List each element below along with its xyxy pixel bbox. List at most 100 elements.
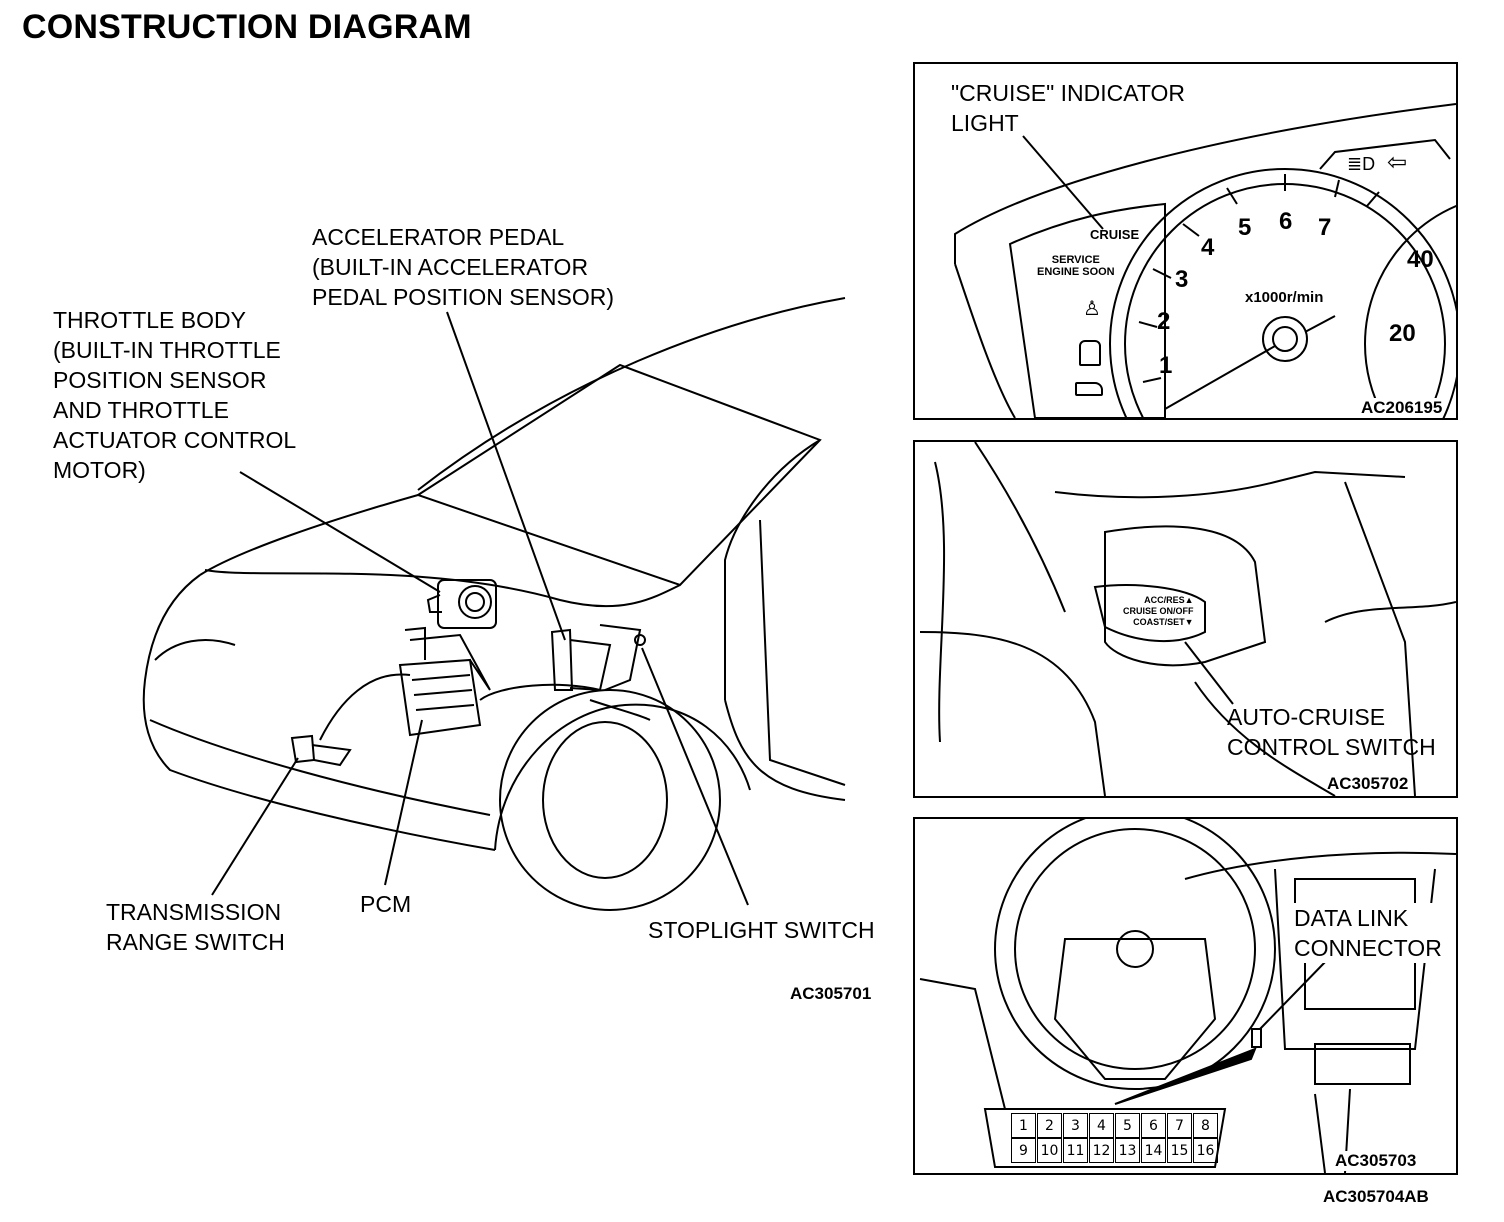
wire-harness bbox=[319, 673, 651, 741]
front-grille bbox=[154, 639, 236, 661]
dlc-pin: 15 bbox=[1167, 1138, 1192, 1163]
dlc-pin: 2 bbox=[1037, 1113, 1062, 1138]
cluster-panel: "CRUISE" INDICATOR LIGHT CRUISE SERVICE … bbox=[913, 62, 1458, 420]
tach-ring-outer bbox=[1109, 168, 1456, 418]
leader-pcm bbox=[384, 719, 423, 886]
speed-number-40: 40 bbox=[1407, 246, 1434, 273]
label-pcm: PCM bbox=[360, 891, 412, 917]
dlc-pin: 14 bbox=[1141, 1138, 1166, 1163]
transmission-switch-part bbox=[290, 734, 352, 767]
dashboard-illustration bbox=[919, 819, 1456, 1173]
dlc-label: DATA LINK CONNECTOR bbox=[1294, 903, 1442, 963]
dlc-pin: 12 bbox=[1089, 1138, 1114, 1163]
steering-logo bbox=[1116, 930, 1154, 968]
dlc-pin: 8 bbox=[1193, 1113, 1218, 1138]
tach-number-1: 1 bbox=[1159, 352, 1173, 379]
cluster-label: "CRUISE" INDICATOR LIGHT bbox=[951, 78, 1185, 138]
dash-left bbox=[919, 978, 1006, 1110]
tach-number-4: 4 bbox=[1201, 234, 1215, 261]
dlc-pin: 16 bbox=[1193, 1138, 1218, 1163]
label-line: DATA LINK bbox=[1294, 905, 1409, 931]
dlc-pin: 9 bbox=[1011, 1138, 1036, 1163]
label-line: SERVICE bbox=[1051, 254, 1100, 266]
dlc-block bbox=[1251, 1028, 1262, 1048]
tach-needle bbox=[1164, 345, 1276, 410]
label-transmission-range-switch: TRANSMISSION RANGE SWITCH bbox=[106, 897, 285, 957]
dash-lower bbox=[919, 631, 1106, 796]
dash-panel: DATA LINK CONNECTOR 1 2 3 4 5 6 7 8 9 10… bbox=[913, 817, 1458, 1175]
label-line: (BUILT-IN THROTTLE bbox=[53, 337, 281, 363]
knee-panel bbox=[1194, 681, 1336, 796]
cluster-bezel bbox=[954, 263, 1016, 418]
dlc-pin-row-bottom: 9 10 11 12 13 14 15 16 bbox=[1011, 1138, 1223, 1163]
dlc-pin-outline bbox=[983, 1108, 1227, 1168]
car-roof-line bbox=[417, 297, 846, 491]
seatbelt-icon: ♙ bbox=[1083, 298, 1101, 320]
steering-column-illustration bbox=[919, 442, 1456, 796]
cluster-illustration bbox=[954, 103, 1456, 418]
throttle-body-part bbox=[426, 579, 497, 629]
steering-wheel-inner bbox=[1014, 828, 1256, 1070]
indicator-hood bbox=[1319, 138, 1451, 170]
tach-number-6: 6 bbox=[1279, 208, 1293, 235]
switch-acc-res-text: ACC/RES▲ bbox=[1144, 595, 1194, 605]
figure-code-footer: AC305704AB bbox=[1323, 1187, 1429, 1206]
tire-inner bbox=[542, 721, 668, 879]
dlc-pin-row-top: 1 2 3 4 5 6 7 8 bbox=[1011, 1113, 1223, 1138]
dlc-pin: 10 bbox=[1037, 1138, 1062, 1163]
label-line: "CRUISE" INDICATOR bbox=[951, 80, 1185, 106]
tach-unit-text: x1000r/min bbox=[1245, 289, 1324, 306]
right-trim bbox=[1344, 481, 1416, 796]
figure-code-cluster: AC206195 bbox=[1361, 398, 1443, 418]
label-accelerator-pedal: ACCELERATOR PEDAL (BUILT-IN ACCELERATOR … bbox=[312, 222, 614, 312]
label-line: THROTTLE BODY bbox=[53, 307, 246, 333]
label-line: AND THROTTLE bbox=[53, 397, 229, 423]
label-throttle-body: THROTTLE BODY (BUILT-IN THROTTLE POSITIO… bbox=[53, 305, 296, 485]
column-shroud bbox=[1054, 470, 1406, 499]
page-title: CONSTRUCTION DIAGRAM bbox=[22, 8, 472, 46]
switch-leader bbox=[1184, 641, 1234, 705]
tach-number-3: 3 bbox=[1175, 266, 1189, 293]
dlc-leader bbox=[1259, 958, 1329, 1030]
leader-tr-switch bbox=[211, 757, 299, 896]
dash-top bbox=[1184, 851, 1456, 880]
a-pillar bbox=[724, 439, 821, 700]
switch-panel: ACC/RES▲ CRUISE ON/OFF COAST/SET▼ AUTO-C… bbox=[913, 440, 1458, 798]
wheel-rim-inner bbox=[934, 461, 946, 743]
dlc-pin: 6 bbox=[1141, 1113, 1166, 1138]
label-line: CONNECTOR bbox=[1294, 935, 1442, 961]
front-fascia bbox=[142, 574, 496, 851]
label-line: RANGE SWITCH bbox=[106, 929, 285, 955]
label-line: ENGINE SOON bbox=[1037, 266, 1115, 278]
door-ajar-icon bbox=[1079, 340, 1101, 366]
switch-stalk bbox=[1093, 584, 1206, 642]
label-line: (BUILT-IN ACCELERATOR bbox=[312, 254, 589, 280]
oil-pressure-icon bbox=[1075, 382, 1103, 396]
label-line: ACTUATOR CONTROL bbox=[53, 427, 297, 453]
wheel-arch bbox=[494, 703, 751, 851]
dash-right bbox=[1324, 601, 1456, 623]
label-line: ACCELERATOR PEDAL bbox=[312, 224, 565, 250]
headlight-icon: ≣D bbox=[1347, 154, 1376, 174]
turn-signal-icon: ⇦ bbox=[1387, 149, 1408, 176]
steering-wheel-outer bbox=[994, 819, 1276, 1090]
figure-code-switch: AC305702 bbox=[1327, 774, 1409, 793]
pedal-part bbox=[550, 624, 646, 692]
rocker-line bbox=[724, 699, 846, 801]
label-line: POSITION SENSOR bbox=[53, 367, 267, 393]
bumper-line bbox=[149, 719, 491, 816]
speed-number-20: 20 bbox=[1389, 320, 1416, 347]
tire-outer bbox=[499, 689, 721, 911]
warning-area bbox=[1008, 202, 1166, 418]
dlc-pin: 3 bbox=[1063, 1113, 1088, 1138]
cluster-leader bbox=[1022, 135, 1104, 230]
dlc-pin: 11 bbox=[1063, 1138, 1088, 1163]
wheel-rim-outer bbox=[974, 442, 1066, 613]
leader-throttle bbox=[239, 471, 441, 593]
figure-code-main: AC305701 bbox=[790, 984, 872, 1003]
hood-surface bbox=[204, 569, 681, 608]
climate-panel bbox=[1314, 1043, 1411, 1085]
dlc-pin: 7 bbox=[1167, 1113, 1192, 1138]
switch-on-off-text: CRUISE ON/OFF bbox=[1123, 606, 1194, 616]
label-line: MOTOR) bbox=[53, 457, 146, 483]
